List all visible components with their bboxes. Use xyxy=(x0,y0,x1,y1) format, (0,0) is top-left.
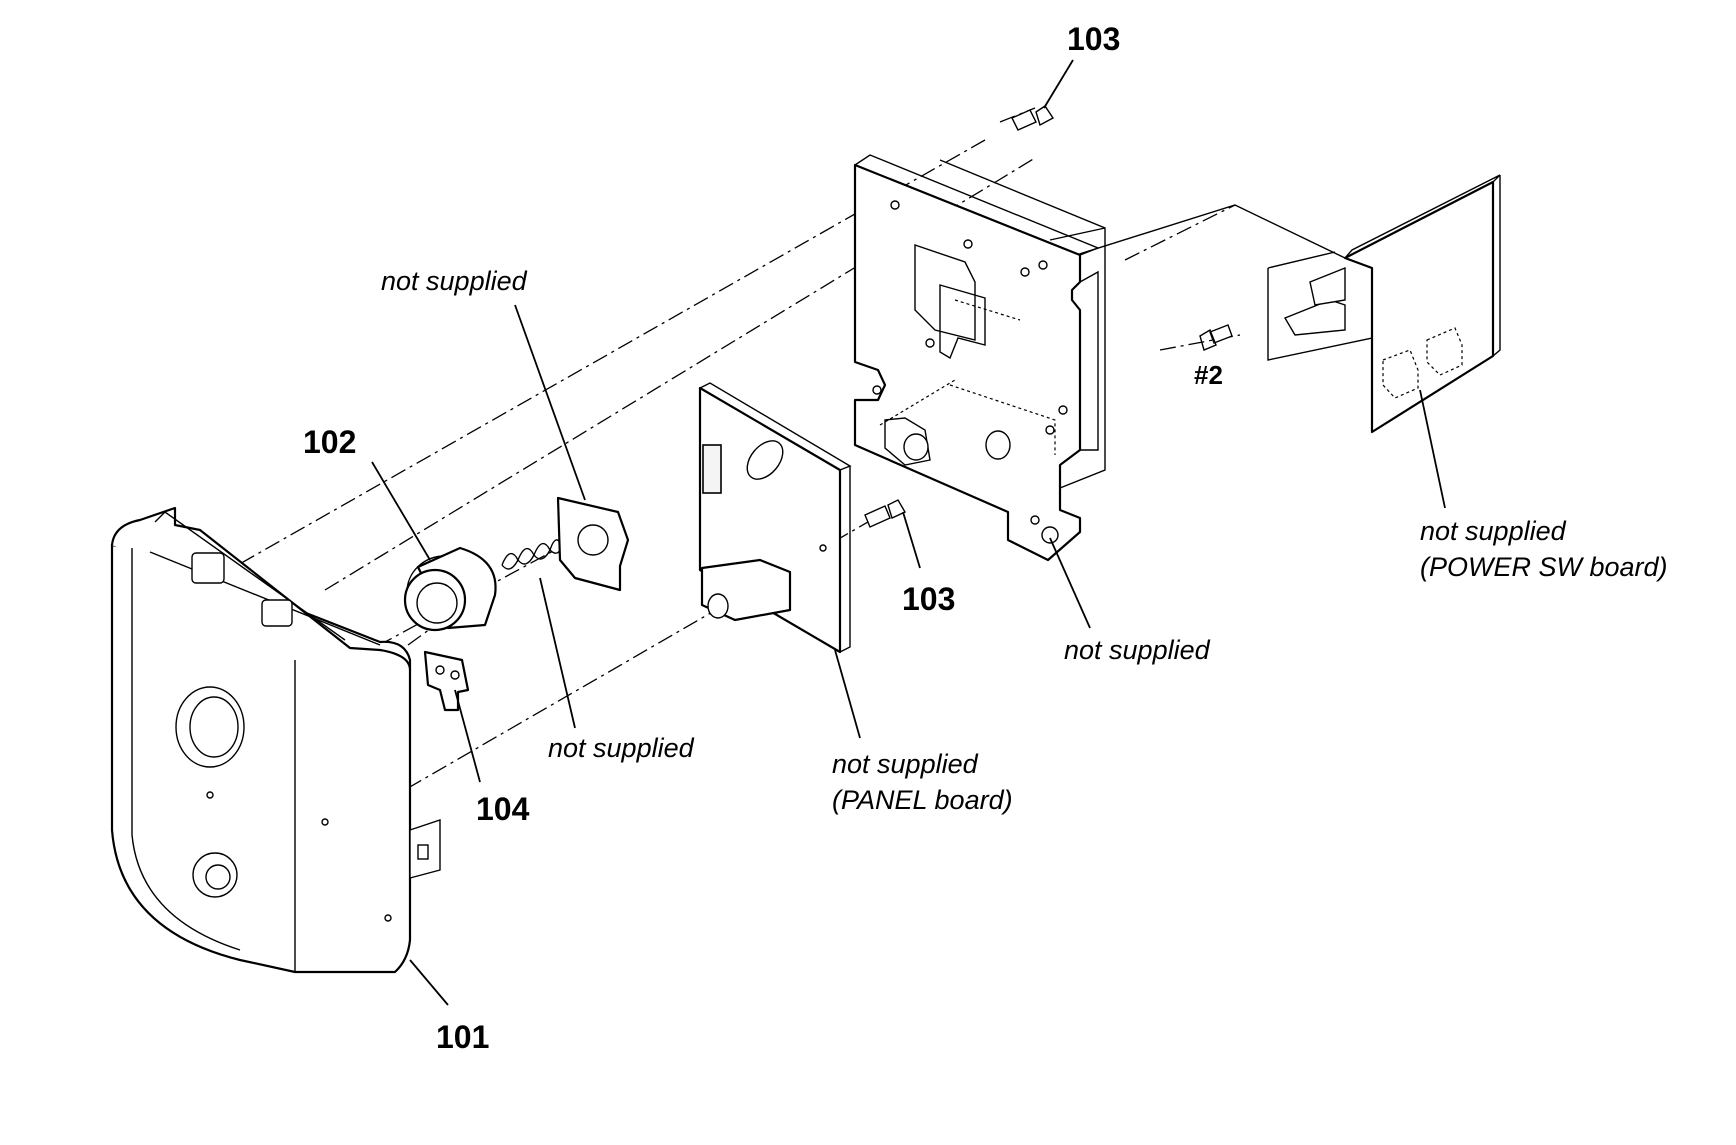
label-screw-2: #2 xyxy=(1194,360,1223,390)
note-power-line2: (POWER SW board) xyxy=(1420,552,1668,582)
note-bracket: not supplied xyxy=(381,266,528,296)
label-104: 104 xyxy=(476,791,530,827)
labels: 103 102 103 104 101 #2 not supplied not … xyxy=(303,21,1668,1055)
label-103-mid: 103 xyxy=(902,581,955,617)
button-bracket-part xyxy=(556,496,630,592)
note-spring: not supplied xyxy=(548,733,695,763)
power-sw-board xyxy=(1267,174,1501,434)
front-cover-part-101 xyxy=(110,506,441,974)
label-101: 101 xyxy=(436,1019,489,1055)
screw-103-top xyxy=(1011,105,1055,131)
screw-103-mid xyxy=(864,499,906,528)
leader-lines xyxy=(371,59,1446,1006)
label-102: 102 xyxy=(303,424,356,460)
label-103-top: 103 xyxy=(1067,21,1120,57)
chassis-frame xyxy=(853,154,1106,562)
screw-2 xyxy=(1199,324,1233,351)
note-power-line1: not supplied xyxy=(1420,516,1567,546)
note-frame: not supplied xyxy=(1064,635,1211,665)
note-panel-line2: (PANEL board) xyxy=(832,785,1013,815)
note-panel-line1: not supplied xyxy=(832,749,979,779)
plate-part-104 xyxy=(423,650,470,712)
spring-part xyxy=(501,539,563,570)
button-part-102 xyxy=(403,546,497,632)
panel-board xyxy=(698,382,852,654)
